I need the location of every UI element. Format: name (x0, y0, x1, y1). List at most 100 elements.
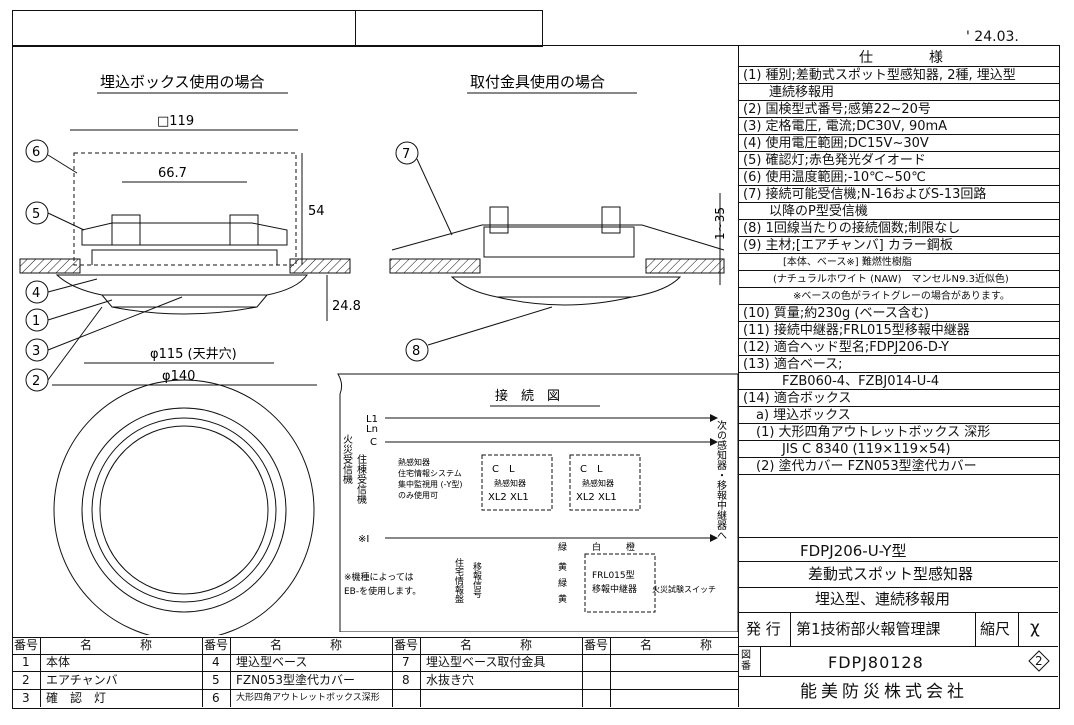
spec-row-20: (14) 適合ボックス (739, 390, 1059, 407)
dim-119: □119 (157, 114, 194, 129)
callout-7: 7 (395, 141, 453, 236)
svg-text:2: 2 (32, 374, 40, 389)
left-view-title: 埋込ボックス使用の場合 (100, 73, 265, 91)
callout-4: 4 (25, 278, 98, 304)
relay-name: 移報中継器 (592, 583, 637, 595)
svg-text:8: 8 (412, 344, 420, 359)
wire-green-2: 緑 (558, 577, 567, 589)
col-header-name-1: 名 称 (80, 638, 153, 652)
spec-title: 仕 様 (739, 50, 1059, 67)
relay-model: FRL015型 (592, 570, 635, 581)
note-line-3: 集中監視用 (-Y型) (398, 479, 463, 489)
col-header-no-2: 番号 (204, 638, 229, 652)
product-name: 差動式スポット型感知器 (808, 565, 974, 583)
callout-1: 1 (25, 299, 113, 332)
spec-row-10: (8) 1回線当たりの接続個数;制限なし (739, 220, 1059, 237)
spec-row-6: (5) 確認灯;赤色発光ダイオード (739, 152, 1059, 169)
dim-115: φ115 (天井穴) (150, 347, 237, 362)
part-name-3: 確 認 灯 (46, 691, 107, 705)
panel-label: 住宅情報盤 (453, 557, 464, 603)
note-eb-1: ※機種によっては (344, 571, 414, 583)
drawing-label: 図番 (741, 650, 751, 672)
spec-row-9: 以降のP型受信機 (739, 203, 1059, 220)
detector1-name: 熱感知器 (494, 478, 526, 488)
dim-140: φ140 (162, 369, 195, 384)
product-type: 埋込型、連続移報用 (815, 590, 951, 608)
signal-label: 移報信号 (471, 561, 482, 599)
spec-row-15: (10) 質量;約230g (ベース含む) (739, 305, 1059, 322)
svg-text:5: 5 (32, 207, 40, 222)
company-name: 能美防災株式会社 (800, 682, 968, 702)
spec-row-11: (9) 主材;[エアチャンバ] カラー鋼板 (739, 237, 1059, 254)
department: 第1技術部火報管理課 (796, 620, 941, 638)
dim-66-7: 66.7 (158, 166, 187, 181)
terminal-l1: L1 (366, 414, 378, 425)
receiver-label: 火災受信機 (341, 434, 353, 485)
col-header-no-4: 番号 (584, 638, 609, 652)
detector2-cl: C L (580, 464, 603, 475)
part-name-7: 埋込型ベース取付金具 (426, 655, 546, 669)
next-label: 次の感知器・移報中継器へ (715, 419, 727, 540)
wire-green: 緑 (558, 541, 567, 553)
note-line-4: のみ使用可 (398, 490, 438, 500)
spec-row-2: 連続移報用 (739, 84, 1059, 101)
col-header-no-3: 番号 (394, 638, 419, 652)
spec-row-18: (13) 適合ベース; (739, 356, 1059, 373)
note-line-2: 住宅情報システム (398, 468, 462, 478)
model-name: FDPJ206-U-Y型 (800, 542, 907, 560)
spec-row-19: FZB060-4、FZBJ014-U-4 (739, 373, 1059, 390)
svg-text:6: 6 (32, 145, 40, 160)
part-name-4: 埋込型ベース (236, 655, 308, 669)
mechanical-views: 埋込ボックス使用の場合 取付金具使用の場合 □119 66.7 54 24.8 … (19, 73, 727, 635)
scale-label: 縮尺 (980, 620, 1011, 638)
callout-6: 6 (25, 139, 78, 174)
relay-term-orange: 橙 (626, 541, 635, 553)
scale-value: χ (1030, 618, 1040, 638)
dim-1-35: 1~35 (713, 207, 727, 240)
col-header-no-1: 番号 (14, 638, 39, 652)
detector2-xl: XL2 XL1 (576, 492, 617, 503)
part-name-8: 水抜き穴 (426, 673, 475, 687)
svg-text:4: 4 (32, 286, 40, 301)
issue-label: 発 行 (746, 620, 781, 638)
revision-mark: 2 (1028, 650, 1050, 672)
detector1-xl: XL2 XL1 (488, 492, 529, 503)
spec-row-21: a) 埋込ボックス (739, 407, 1059, 424)
spec-row-7: (6) 使用温度範囲;-10℃~50℃ (739, 169, 1059, 186)
svg-text:1: 1 (32, 314, 40, 329)
wire-yellow: 黄 (558, 561, 567, 573)
col-header-name-2: 名 称 (270, 638, 343, 652)
spec-row-13: (ナチュラルホワイト (NAW) マンセルN9.3近似色) (739, 271, 1059, 288)
relay-term-white: 白 (592, 541, 601, 553)
spec-row-16: (11) 接続中継器;FRL015型移報中継器 (739, 322, 1059, 339)
wiring-title: 接 続 図 (495, 388, 560, 404)
spec-row-8: (7) 接続可能受信機;N-16およびS-13回路 (739, 186, 1059, 203)
part-no-6: 6 (212, 691, 220, 705)
part-name-2: エアチャンバ (46, 673, 118, 687)
parts-table (12, 637, 738, 708)
right-view-title: 取付金具使用の場合 (470, 73, 605, 91)
callout-5: 5 (25, 201, 85, 231)
terminal-ln: Ln (366, 424, 378, 435)
part-no-2: 2 (22, 673, 30, 687)
spec-row-22: (1) 大形四角アウトレットボックス 深形 (739, 424, 1059, 441)
col-header-name-4: 名 称 (640, 638, 713, 652)
receiver2-label: 住棟受信機 (355, 453, 367, 505)
note-line-1: 熱感知器 (398, 457, 430, 467)
detector1-cl: C L (492, 464, 515, 475)
callout-8: 8 (405, 306, 553, 362)
header-box-left (12, 10, 356, 47)
test-switch: 火災試験スイッチ (652, 584, 716, 594)
callout-3: 3 (25, 296, 183, 362)
drawing-frame (12, 45, 1060, 709)
revision-number: 2 (1035, 654, 1043, 668)
part-name-6: 大形四角アウトレットボックス深形 (236, 693, 380, 703)
header-box-right (354, 10, 543, 47)
drawing-number: FDPJ80128 (828, 653, 924, 672)
spec-row-23: JIS C 8340 (119×119×54) (739, 441, 1059, 458)
note-eb-2: EB-を使用します。 (344, 585, 421, 597)
spec-table (738, 45, 1059, 537)
col-header-name-3: 名 称 (460, 638, 533, 652)
part-no-8: 8 (402, 673, 410, 687)
spec-row-5: (4) 使用電圧範囲;DC15V~30V (739, 135, 1059, 152)
